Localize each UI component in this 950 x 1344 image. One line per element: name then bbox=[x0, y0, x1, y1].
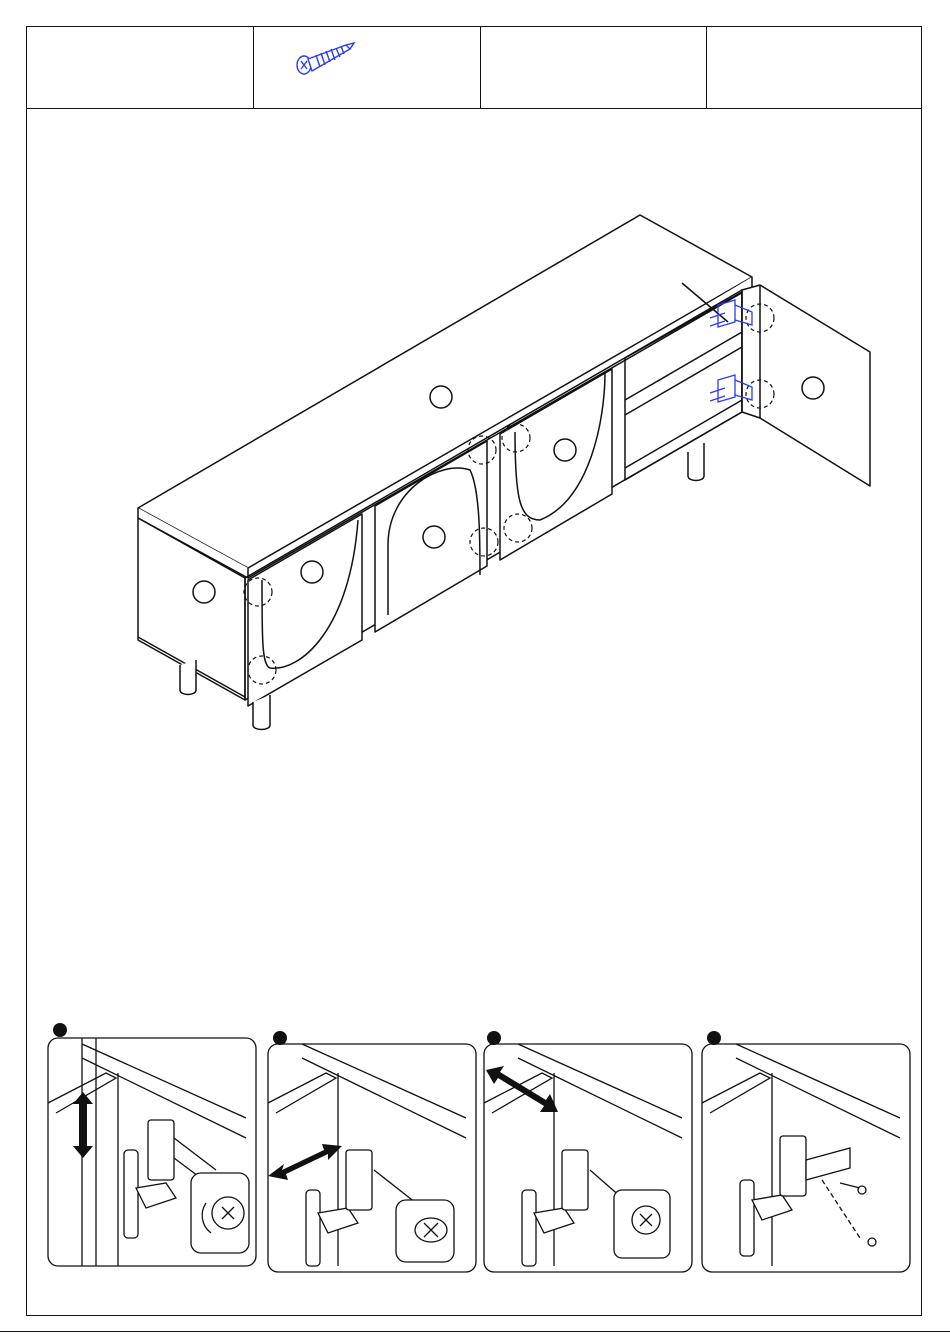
step-2-bullet bbox=[273, 1031, 287, 1045]
bottom-rule bbox=[0, 1331, 950, 1332]
step-1-bullet bbox=[53, 1023, 67, 1037]
header-cell-2 bbox=[254, 27, 481, 108]
header-cell-1 bbox=[27, 27, 254, 108]
step-panel-2 bbox=[266, 1008, 476, 1248]
step-panel-4 bbox=[700, 1008, 910, 1248]
header-cell-3 bbox=[481, 27, 707, 108]
adjustment-steps bbox=[20, 1008, 890, 1258]
step-3-bullet bbox=[487, 1031, 501, 1045]
step-panel-3 bbox=[482, 1008, 692, 1248]
step-panel-1 bbox=[46, 1008, 256, 1248]
tv-cabinet-drawing bbox=[110, 180, 900, 750]
hardware-header-row bbox=[27, 27, 921, 109]
step-4-bullet bbox=[707, 1031, 721, 1045]
header-cell-4 bbox=[707, 27, 921, 108]
screw-icon bbox=[294, 39, 356, 79]
